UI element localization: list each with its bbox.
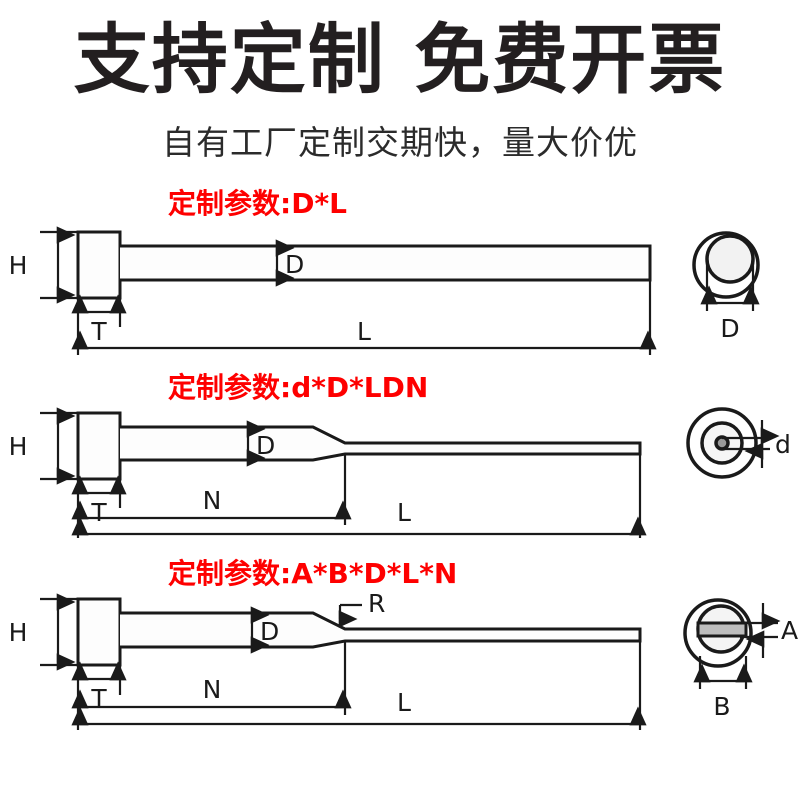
diagram-1-drawing: H T D L D [9, 226, 760, 355]
diagram-3-param-label: 定制参数:A*B*D*L*N [168, 557, 458, 590]
page-headline: 支持定制 免费开票 [73, 15, 727, 104]
cross-section-label-d: D [720, 314, 739, 343]
head-block [76, 411, 122, 481]
inner-circle [705, 234, 755, 284]
cross-section-circle [692, 231, 760, 299]
dim-label-d: D [285, 250, 304, 279]
head-block [76, 597, 122, 667]
dim-label-l: L [397, 688, 411, 717]
cross-section-label-d-small: d [775, 430, 791, 459]
dim-label-t: T [90, 498, 107, 527]
dim-label-l: L [397, 498, 411, 527]
dim-label-n: N [203, 675, 222, 704]
dim-label-d: D [260, 617, 279, 646]
shaft-body [120, 244, 652, 282]
cross-section-rings [686, 407, 758, 479]
cross-section-label-a: A [781, 616, 798, 645]
dim-label-l: L [357, 317, 371, 346]
diagram-2-drawing: H T D N L d [9, 407, 791, 538]
shaft-tapered-body [120, 425, 642, 462]
dim-label-d: D [256, 431, 275, 460]
dim-label-h: H [9, 251, 28, 280]
page-subtitle: 自有工厂定制交期快，量大价优 [162, 123, 638, 162]
diagram-2-param-label: 定制参数:d*D*LDN [168, 371, 429, 404]
diagram-3-drawing: H T D R N L A B [9, 589, 798, 730]
dim-label-h: H [9, 432, 28, 461]
dim-label-t: T [90, 684, 107, 713]
slot-rect [696, 621, 748, 638]
shaft-tapered-body [120, 611, 642, 649]
dim-label-t: T [90, 317, 107, 346]
cross-section-label-b: B [713, 692, 730, 721]
head-block [76, 230, 122, 300]
dim-label-n: N [203, 486, 222, 515]
cross-section-slot [683, 598, 753, 668]
dim-label-h: H [9, 618, 28, 647]
dim-label-r: R [368, 589, 385, 618]
diagram-1-param-label: 定制参数:D*L [168, 187, 347, 220]
